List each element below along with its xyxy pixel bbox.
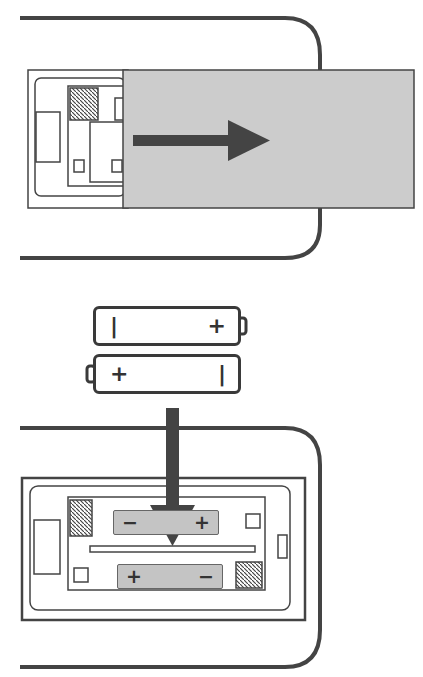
battery: +− bbox=[117, 564, 223, 589]
polarity-mark: + bbox=[126, 567, 142, 586]
battery-cover bbox=[123, 70, 414, 208]
polarity-mark: | bbox=[110, 315, 118, 337]
polarity-mark: − bbox=[122, 513, 138, 532]
battery-compartment bbox=[22, 478, 305, 620]
polarity-mark: + bbox=[194, 513, 210, 532]
polarity-mark: + bbox=[110, 363, 128, 385]
polarity-mark: | bbox=[218, 363, 226, 385]
battery: +| bbox=[93, 354, 241, 394]
battery: −+ bbox=[113, 510, 219, 535]
polarity-mark: − bbox=[198, 567, 214, 586]
battery: |+ bbox=[93, 306, 241, 346]
battery-compartment bbox=[28, 70, 128, 208]
slide-arrow bbox=[133, 120, 270, 161]
polarity-mark: + bbox=[208, 315, 226, 337]
